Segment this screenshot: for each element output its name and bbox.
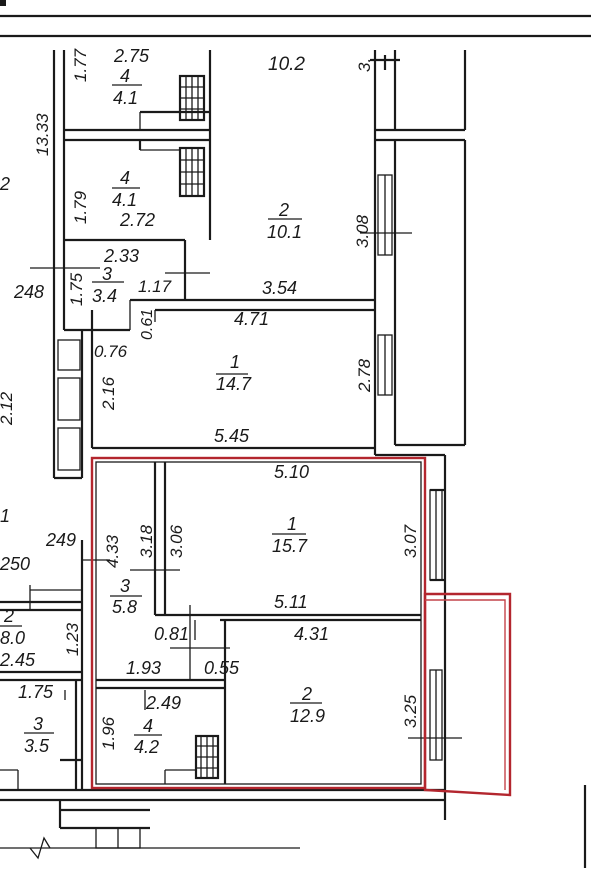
bath-grid-2 — [178, 146, 206, 198]
dim-5-11: 5.11 — [274, 592, 308, 612]
room-r2top-area: 10.1 — [267, 222, 302, 242]
dim-4-31: 4.31 — [294, 624, 329, 644]
room-r1top-number: 1 — [230, 352, 240, 372]
area-bars — [0, 84, 322, 736]
dim-1-17: 1.17 — [138, 277, 172, 296]
dim-3-06: 3.06 — [167, 524, 186, 558]
room-left2-area: 8.0 — [0, 628, 25, 648]
plan-labels: 2.75 4 4.1 1.77 10.2 3. 13.33 2 4 4.1 1.… — [0, 46, 420, 757]
room-r2bot-area: 12.9 — [290, 706, 325, 726]
room-r1top-area: 14.7 — [216, 374, 252, 394]
dim-2-16: 2.16 — [99, 376, 118, 411]
dim-3-08: 3.08 — [353, 214, 372, 248]
dim-0-81: 0.81 — [154, 624, 189, 644]
dim-13-33: 13.33 — [33, 113, 52, 156]
room-r3mid-area: 5.8 — [112, 597, 137, 617]
dim-5-10: 5.10 — [274, 462, 309, 482]
dim-2-49: 2.49 — [145, 693, 181, 713]
room-a4-area: 4.1 — [113, 88, 138, 108]
walls — [0, 50, 587, 868]
dim-248: 248 — [13, 282, 44, 302]
dim-4-33: 4.33 — [103, 534, 122, 568]
dim-0-55: 0.55 — [204, 658, 240, 678]
dim-10-2: 10.2 — [268, 54, 305, 75]
dim-2-45: 2.45 — [0, 650, 36, 670]
dim-249: 249 — [45, 530, 76, 550]
room-r2top-number: 2 — [278, 200, 289, 220]
dim-1-75-top: 1.75 — [67, 272, 86, 306]
bath-grid-3 — [194, 734, 220, 780]
dim-2-33: 2.33 — [103, 246, 139, 266]
window-marks — [360, 55, 462, 761]
dim-1-77: 1.77 — [71, 48, 90, 82]
dim-3-54: 3.54 — [262, 278, 297, 298]
room-r1mid-area: 15.7 — [272, 536, 308, 556]
room-r4bot-number: 4 — [143, 716, 153, 736]
dim-5-45: 5.45 — [214, 426, 250, 446]
dim-3-18: 3.18 — [137, 524, 156, 558]
label-edge-top-left: 2.75 — [113, 46, 150, 66]
room-a4-number: 4 — [120, 66, 130, 86]
dim-1-96: 1.96 — [99, 716, 118, 750]
room-left3-number: 3 — [33, 714, 43, 734]
dim-0-76: 0.76 — [94, 342, 128, 361]
dim-2-72: 2.72 — [119, 210, 155, 230]
dim-1-93: 1.93 — [126, 658, 161, 678]
dim-3-top: 3. — [355, 58, 374, 72]
dim-3-07: 3.07 — [401, 524, 420, 558]
dim-4-71: 4.71 — [234, 309, 269, 329]
dim-1-75-left: 1.75 — [18, 682, 54, 702]
highlighted-unit — [90, 456, 512, 797]
label-edge-2: 2 — [0, 174, 10, 194]
dim-2-78: 2.78 — [355, 358, 374, 393]
label-edge-1: 1 — [0, 506, 10, 526]
room-b4-area: 4.1 — [112, 190, 137, 210]
room-r2bot-number: 2 — [301, 684, 312, 704]
room-r3top-area: 3.4 — [92, 286, 117, 306]
bath-grid-1 — [178, 74, 206, 122]
room-left2-number: 2 — [3, 606, 14, 626]
dim-3-25: 3.25 — [401, 694, 420, 728]
label-edge-2-12: 2.12 — [0, 391, 16, 426]
room-r3top-number: 3 — [102, 264, 112, 284]
dim-250: 250 — [0, 554, 30, 574]
room-r1mid-number: 1 — [287, 514, 297, 534]
room-left3-area: 3.5 — [24, 736, 50, 756]
dim-0-61: 0.61 — [139, 309, 156, 340]
dim-1-23: 1.23 — [63, 622, 82, 656]
room-r4bot-area: 4.2 — [134, 737, 159, 757]
room-r3mid-number: 3 — [120, 576, 130, 596]
room-b4-number: 4 — [120, 168, 130, 188]
dim-1-79: 1.79 — [71, 190, 90, 224]
